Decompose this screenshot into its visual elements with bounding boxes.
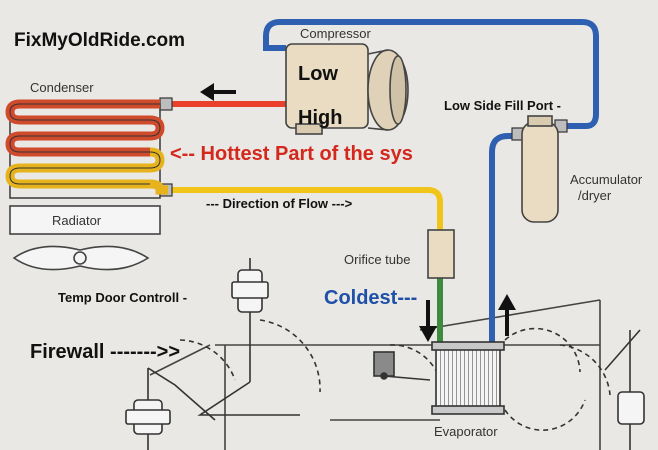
orifice-tube [427, 229, 455, 279]
firewall-label: Firewall ------->> [30, 341, 180, 363]
watermark-text: FixMyOldRide.com [14, 30, 185, 51]
blend-door [373, 351, 431, 381]
arrow-down-head-icon [419, 326, 437, 342]
condenser [5, 99, 168, 199]
coldest-label: Coldest--- [324, 287, 417, 309]
cooling-fan [12, 245, 150, 271]
compressor-label: Compressor [300, 26, 371, 41]
suction-line [263, 19, 599, 129]
temp-door-control-label: Temp Door Controll - [58, 290, 187, 305]
evaporator-label: Evaporator [434, 424, 498, 439]
accumulator-label: Accumulator [570, 172, 643, 187]
compressor [285, 43, 409, 135]
condenser-label: Condenser [30, 80, 94, 95]
accumulator-dryer [521, 115, 559, 223]
firewall-structure [149, 299, 601, 450]
high-label: High [298, 107, 342, 129]
low-side-fill-port-label: Low Side Fill Port - [444, 98, 561, 113]
arrow-up-head-icon [498, 294, 516, 310]
direction-of-flow-label: --- Direction of Flow ---> [206, 196, 353, 211]
radiator [9, 205, 161, 235]
orifice-tube-label: Orifice tube [344, 252, 410, 267]
vacuum-actuator-right [559, 329, 645, 450]
flow-arrows [200, 83, 516, 342]
low-label: Low [298, 63, 338, 85]
evaporator-outlet-line [489, 133, 522, 348]
liquid-line [172, 187, 443, 232]
radiator-label: Radiator [52, 213, 102, 228]
vacuum-actuator-left [125, 367, 216, 450]
hottest-part-label: <-- Hottest Part of the sys [170, 143, 413, 165]
arrow-left-head-icon [200, 83, 214, 101]
evaporator [431, 341, 505, 415]
temp-door-actuator [179, 258, 321, 416]
dryer-label: /dryer [578, 188, 612, 203]
